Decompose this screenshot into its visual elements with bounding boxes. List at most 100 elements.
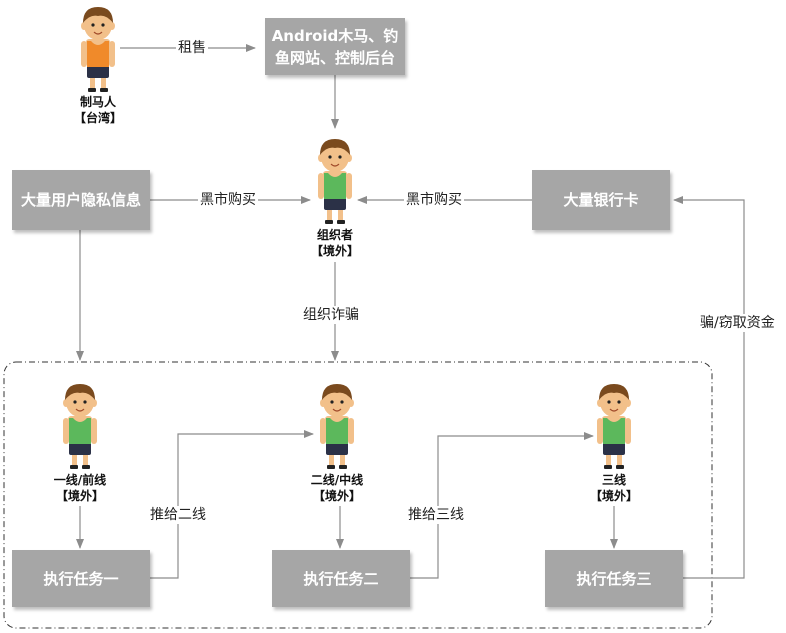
person-shirt (324, 173, 346, 199)
task2-box: 执行任务二 (272, 550, 410, 607)
person-hair (320, 139, 350, 155)
person-line3 (597, 384, 631, 469)
person-mouth (332, 408, 342, 412)
person-line2 (320, 384, 354, 469)
line2-label: 二线/中线 【境外】 (297, 472, 377, 504)
line2-name: 二线/中线 (310, 473, 364, 487)
tools-box: Android木马、钓鱼网站、控制后台 (265, 18, 405, 75)
privacy-box: 大量用户隐私信息 (12, 170, 150, 230)
bank-label: 大量银行卡 (563, 191, 639, 209)
person-shoe (82, 465, 90, 469)
person-mouth (609, 408, 619, 412)
person-organizer (318, 139, 352, 224)
person-leg (340, 454, 345, 466)
person-eye (328, 155, 332, 159)
horse-maker-label: 制马人 【台湾】 (58, 94, 138, 126)
person-shirt (87, 41, 109, 67)
person-eye (73, 400, 77, 404)
edge-label-buy-left: 黑市购买 (198, 191, 258, 209)
person-leg (90, 77, 95, 89)
person-shirt (69, 418, 91, 444)
person-ear (109, 22, 115, 30)
person-head (84, 10, 112, 40)
person-shoe (70, 465, 78, 469)
person-leg (83, 454, 88, 466)
line3-name: 三线 (601, 473, 626, 487)
person-shoe (100, 88, 108, 92)
person-hair (83, 7, 113, 23)
person-ear (91, 399, 97, 407)
person-leg (617, 454, 622, 466)
person-eye (101, 23, 105, 27)
person-hair (65, 384, 95, 400)
person-arm (597, 418, 603, 444)
person-arm (318, 173, 324, 199)
person-shirt (326, 418, 348, 444)
person-arm (63, 418, 69, 444)
edge-label-push3: 推给三线 (406, 506, 466, 524)
person-line1 (63, 384, 97, 469)
person-arm (348, 418, 354, 444)
person-shoe (325, 220, 333, 224)
tools-label: Android木马、钓鱼网站、控制后台 (271, 26, 399, 67)
person-shorts (69, 442, 91, 455)
task2-label: 执行任务二 (303, 569, 379, 588)
horse-maker-name: 制马人 (79, 95, 116, 109)
organizer-name: 组织者 (316, 228, 353, 242)
person-leg (606, 454, 611, 466)
person-eye (91, 23, 95, 27)
person-ear (318, 154, 324, 162)
line3-location: 【境外】 (589, 489, 638, 503)
person-shorts (87, 65, 109, 78)
person-shorts (603, 442, 625, 455)
horse-maker-location: 【台湾】 (73, 111, 122, 125)
person-head (323, 387, 351, 417)
person-shoe (616, 465, 624, 469)
person-leg (72, 454, 77, 466)
line1-location: 【境外】 (55, 489, 104, 503)
edge-label-push2: 推给二线 (148, 506, 208, 524)
task3-label: 执行任务三 (576, 569, 652, 588)
person-arm (320, 418, 326, 444)
person-arm (625, 418, 631, 444)
bank-box: 大量银行卡 (532, 170, 670, 230)
person-ear (348, 399, 354, 407)
edge-label-rent: 租售 (176, 39, 208, 57)
person-shoe (337, 220, 345, 224)
person-shoe (88, 88, 96, 92)
person-shorts (324, 197, 346, 210)
person-arm (81, 41, 87, 67)
privacy-label: 大量用户隐私信息 (20, 191, 141, 209)
person-horse-maker (81, 7, 115, 92)
person-leg (338, 209, 343, 221)
person-ear (81, 22, 87, 30)
person-eye (607, 400, 611, 404)
person-shirt (603, 418, 625, 444)
person-shoe (604, 465, 612, 469)
person-mouth (75, 408, 85, 412)
execution-group-border (3, 361, 713, 629)
line1-label: 一线/前线 【境外】 (40, 472, 120, 504)
person-eye (330, 400, 334, 404)
person-ear (346, 154, 352, 162)
edge-label-buy-right: 黑市购买 (404, 191, 464, 209)
organizer-label: 组织者 【境外】 (295, 227, 375, 259)
person-hair (322, 384, 352, 400)
edge-label-organize: 组织诈骗 (301, 306, 361, 324)
edge-label-steal: 骗/窃取资金 (698, 314, 777, 332)
task3-box: 执行任务三 (545, 550, 683, 607)
organizer-location: 【境外】 (310, 244, 359, 258)
person-hair (599, 384, 629, 400)
person-ear (625, 399, 631, 407)
person-leg (101, 77, 106, 89)
person-eye (83, 400, 87, 404)
person-ear (320, 399, 326, 407)
task1-label: 执行任务一 (43, 569, 119, 588)
line1-name: 一线/前线 (53, 473, 107, 487)
person-arm (109, 41, 115, 67)
person-mouth (330, 163, 340, 167)
line3-label: 三线 【境外】 (574, 472, 654, 504)
person-head (66, 387, 94, 417)
person-leg (327, 209, 332, 221)
